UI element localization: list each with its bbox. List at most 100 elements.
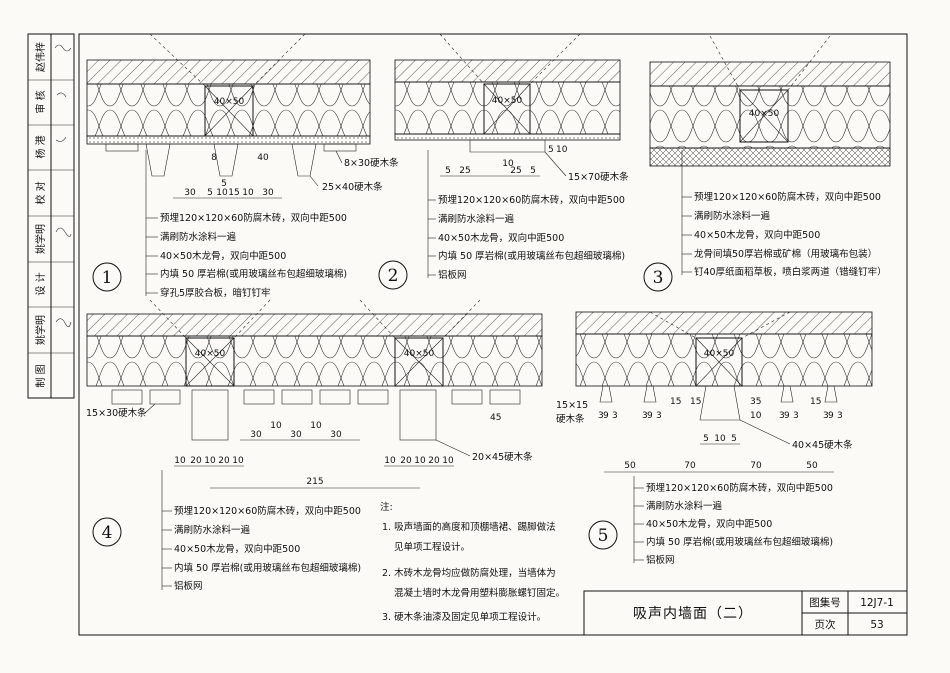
dim-5b-0: 5 [703,434,709,444]
label-1-0: 预埋120×120×60防腐木砖，双向中距500 [160,212,347,224]
dim-5c-2: 70 [750,461,762,471]
label-3-2: 40×50木龙骨，双向中距500 [694,229,820,241]
side-cell-0: 赵伟梓 [34,42,47,72]
dim-5a-10: 9 [828,411,834,421]
dim-5a-7: 9 [784,411,790,421]
callout-5-0a: 15×15 [556,400,588,411]
stud-label-1: 40×50 [214,97,245,107]
page-value: 53 [870,619,883,631]
dim-4b-4: 30 [330,430,342,440]
dim-4d-2: 10 [414,456,426,466]
label-1-4: 穿孔5厚胶合板，暗钉钉牢 [160,287,271,299]
detail-number-3: 3 [653,268,664,288]
label-4-3: 内填 50 厚岩棉(或用玻璃丝布包超细玻璃棉) [174,562,361,574]
stud-1 [204,85,254,137]
callout-4-1: 20×45硬木条 [472,451,533,463]
dim-1a-1: 8 [211,153,217,163]
label-5-1: 满刷防水涂料一遍 [646,500,723,512]
dim-2a-0: 5 [548,145,554,155]
dim-4b-2: 30 [290,430,302,440]
detail-3: 40×50 预埋120×120×60防腐木砖，双向中距500 满刷防水涂料一遍 … [643,35,891,292]
detail-5: 40×50 15×15 硬木条 3 9 3 3 9 3 3 9 3 3 9 3 … [556,311,873,566]
label-1-3: 内填 50 厚岩棉(或用玻璃丝布包超细玻璃棉) [160,268,347,280]
dim-1b-1: 5 [207,188,213,198]
page-label: 页次 [815,618,836,631]
dim-5a-11: 3 [837,411,843,421]
dim-4c-3: 20 [218,456,230,466]
dim-4b-1: 10 [270,421,282,431]
dim-4b-3: 10 [310,421,322,431]
dim-5v-2: 35 [750,397,761,407]
dim-1a-0: 5 [221,179,227,189]
dim-1b-3: 15 [228,188,239,198]
dim-5a-3: 3 [642,411,648,421]
dim-1a-2: 40 [257,153,269,163]
dim-4c-1: 20 [190,456,202,466]
dim-4b-0: 30 [250,430,262,440]
dim-5b-1: 10 [714,434,726,444]
notes-heading: 注: [380,501,393,513]
dim-2b-1: 25 [459,166,470,176]
callout-5-0b: 硬木条 [556,413,585,425]
note-line-2: 2. 木砖木龙骨均应做防腐处理，当墙体为 [382,567,556,579]
stud-2 [483,83,531,135]
notes: 注: 1. 吸声墙面的高度和顶棚墙裙、踢脚做法 见单项工程设计。 2. 木砖木龙… [380,501,565,623]
dim-4d-3: 20 [428,456,440,466]
note-line-4: 3. 硬木条油漆及固定见单项工程设计。 [382,611,546,623]
stud-label-4a: 40×50 [195,349,226,359]
dim-5v-3: 10 [750,411,762,421]
note-line-3: 混凝土墙时木龙骨用塑料膨胀螺钉固定。 [394,587,565,599]
dim-5c-1: 70 [684,461,696,471]
stud-4a [185,337,235,387]
dim-5a-0: 3 [598,411,604,421]
dim-5v-1: 15 [690,397,701,407]
side-cell-7: 制 图 [34,364,47,387]
label-5-0: 预埋120×120×60防腐木砖，双向中距500 [646,482,833,494]
callout-5-1: 40×45硬木条 [792,439,853,451]
dim-5c-3: 50 [806,461,818,471]
dim-4c-4: 10 [232,456,244,466]
side-cell-4: 姚学明 [34,224,47,254]
label-5-3: 内填 50 厚岩棉(或用玻璃丝布包超细玻璃棉) [646,536,833,548]
callout-4-0: 15×30硬木条 [86,407,147,419]
dim-5v-4: 15 [810,397,821,407]
detail-4: 40×50 40×50 15×30硬木条 45 30 10 30 10 30 1… [86,299,543,592]
dim-5c-0: 50 [624,461,636,471]
label-4-0: 预埋120×120×60防腐木砖，双向中距500 [174,505,361,517]
label-1-2: 40×50木龙骨，双向中距500 [160,250,286,262]
label-2-4: 铝板网 [438,269,467,281]
stud-label-3: 40×50 [749,109,780,119]
label-2-3: 内填 50 厚岩棉(或用玻璃丝布包超细玻璃棉) [438,250,625,262]
detail-number-4: 4 [102,523,113,543]
side-cell-1: 审 核 [34,90,47,113]
side-cell-2: 杨 港 [34,135,47,158]
detail-number-5: 5 [598,526,609,546]
label-2-2: 40×50木龙骨，双向中距500 [438,232,564,244]
dim-5a-6: 3 [779,411,785,421]
dim-1b-2: 10 [216,188,228,198]
side-cell-5: 设 计 [34,272,47,295]
label-3-3: 龙骨间填50厚岩棉或矿棉（用玻璃布包装） [694,248,877,260]
label-3-4: 钉40厚纸面稻草板，喷白浆两道（错缝钉牢） [694,266,887,278]
dim-4a-0: 45 [490,413,501,423]
dim-5a-4: 9 [647,411,653,421]
dim-5v-0: 15 [670,397,681,407]
dim-5b-2: 5 [731,434,737,444]
callout-2-0: 15×70硬木条 [568,171,629,183]
label-5-2: 40×50木龙骨，双向中距500 [646,518,772,530]
stud-3 [739,89,789,143]
dim-1b-0: 30 [184,188,196,198]
dim-4c-0: 10 [174,456,186,466]
callout-1-0: 8×30硬木条 [344,157,399,169]
note-line-0: 1. 吸声墙面的高度和顶棚墙裙、踢脚做法 [382,521,556,533]
stud-4b [394,337,444,387]
label-2-1: 满刷防水涂料一遍 [438,213,515,225]
dim-1b-5: 30 [262,188,274,198]
dim-4d-1: 20 [400,456,412,466]
dim-4c-2: 10 [204,456,216,466]
stud-label-2: 40×50 [492,96,523,106]
detail-number-1: 1 [102,268,113,288]
label-4-4: 铝板网 [174,580,203,592]
dim-2b-4: 5 [530,166,536,176]
